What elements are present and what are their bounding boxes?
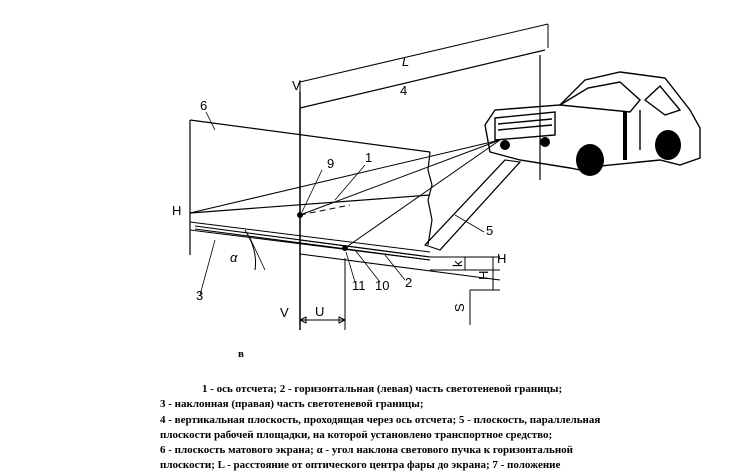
vertical-plane: [299, 49, 546, 325]
point-9: [297, 212, 303, 218]
caption-line-5: 6 - плоскость матового экрана; α - угол …: [160, 444, 573, 457]
caption-line-6: плоскости; L - расстояние от оптического…: [160, 459, 561, 472]
label-4: 4: [400, 83, 407, 98]
label-9: 9: [327, 156, 334, 171]
caption-line-4: плоскости рабочей площадки, на которой у…: [160, 428, 553, 441]
label-alpha: α: [230, 250, 238, 265]
dimension-u: [298, 258, 347, 330]
label-v-top: V: [292, 78, 301, 93]
label-v-bottom: V: [280, 305, 289, 320]
point-11: [342, 245, 348, 251]
axis-h: [189, 194, 431, 214]
label-u: U: [315, 304, 324, 319]
label-h-left: H: [172, 203, 181, 218]
label-h-dim: H: [476, 271, 491, 280]
label-1: 1: [365, 150, 372, 165]
dimensions-right: [430, 256, 500, 325]
dimension-l: [299, 23, 549, 108]
label-h-right: H: [497, 251, 506, 266]
headlamp-aiming-diagram: L V V H H H 1 2 3 4 5 6 9 10 11 α k S U: [172, 23, 701, 330]
cutoff-band: [194, 225, 431, 261]
label-s: S: [452, 303, 467, 312]
label-k: k: [450, 260, 465, 267]
label-2: 2: [405, 275, 412, 290]
label-5: 5: [486, 223, 493, 238]
caption-line-2: 3 - наклонная (правая) часть светотенево…: [160, 398, 424, 411]
label-3: 3: [196, 288, 203, 303]
figure-caption: 1 - ось отсчета; 2 - горизонтальная (лев…: [160, 382, 735, 474]
caption-line-1: 1 - ось отсчета; 2 - горизонтальная (лев…: [202, 383, 563, 395]
label-l: L: [402, 54, 409, 69]
label-11: 11: [352, 278, 366, 293]
car: [484, 71, 701, 176]
label-10: 10: [375, 278, 389, 293]
alpha-arc: [244, 229, 256, 271]
light-beams: [189, 139, 501, 249]
caption-line-3: 4 - вертикальная плоскость, проходящая ч…: [160, 413, 601, 426]
leader-lines: [199, 111, 485, 296]
floor-plane: [189, 159, 522, 281]
label-6: 6: [200, 98, 207, 113]
subfigure-label: в: [238, 348, 244, 360]
